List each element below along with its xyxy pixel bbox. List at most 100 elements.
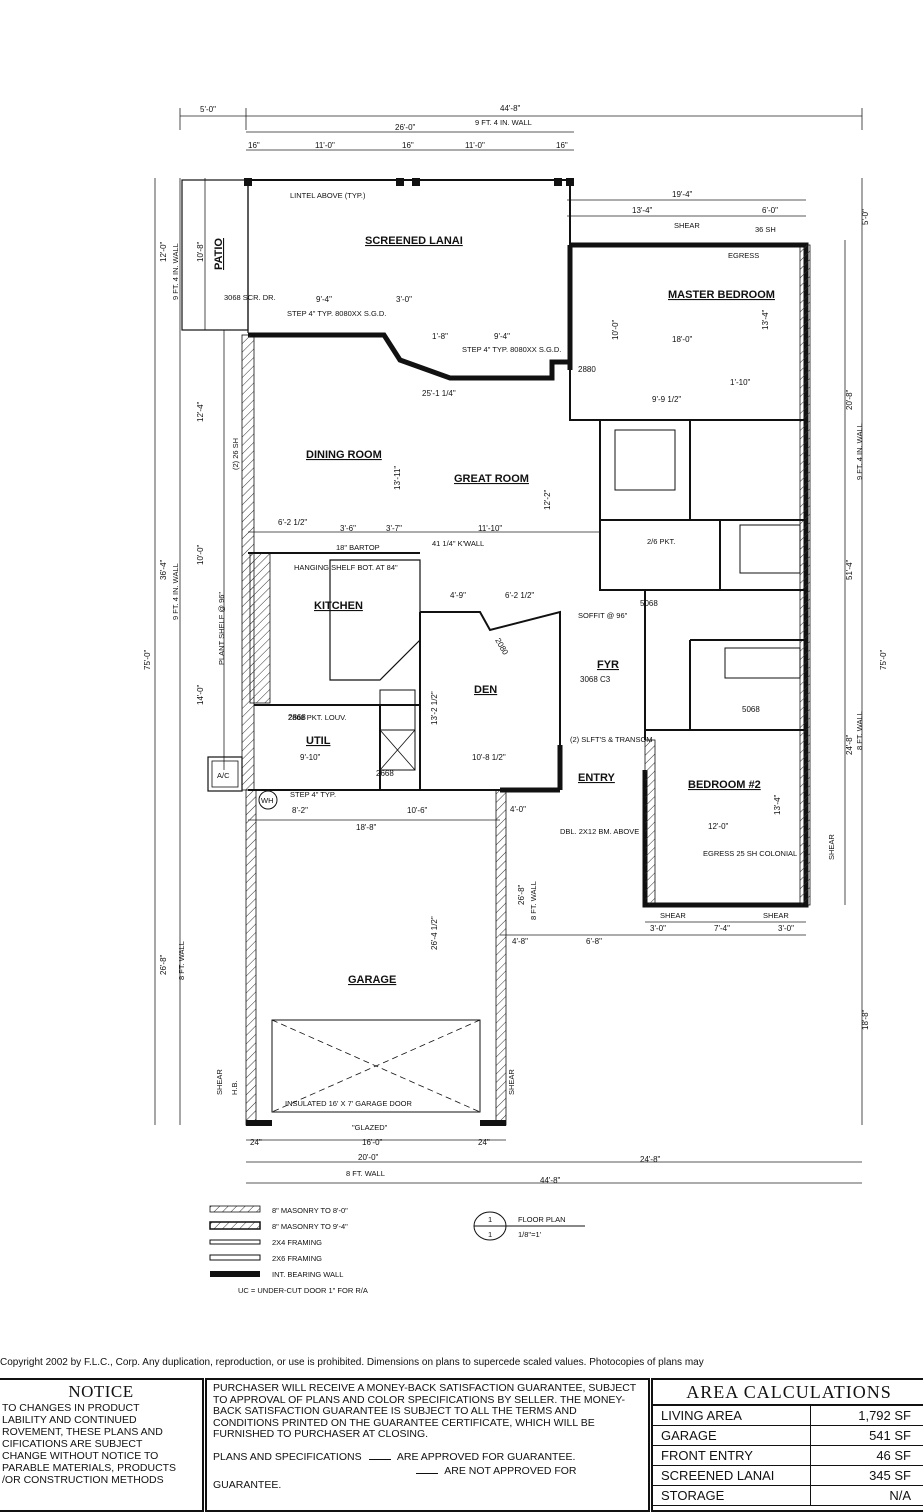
- bdim-8ft-wall: 8 FT. WALL: [346, 1169, 385, 1178]
- plan-title-block: 1 1 FLOOR PLAN 1/8"=1': [473, 1211, 585, 1241]
- idim-26: 13'-4": [773, 794, 782, 815]
- note-egress-bed2: EGRESS 25 SH COLONIAL: [703, 849, 797, 858]
- idim-10: 3'-7": [386, 524, 402, 533]
- note-pkt: 2/6 PKT.: [647, 537, 675, 546]
- not-approved-blank[interactable]: [415, 1472, 438, 1474]
- room-label-bedroom-2: BEDROOM #2: [688, 779, 761, 791]
- idim-33: 3'-0": [778, 924, 794, 933]
- plan-scale: 1/8"=1': [518, 1230, 542, 1239]
- dim-rside-75ft: 75'-0": [879, 649, 888, 670]
- area-label: STORAGE: [661, 1488, 725, 1503]
- dim-left-12-4: 12'-4": [196, 401, 205, 422]
- idim-32: 3'-0": [650, 924, 666, 933]
- dim-left-wall-note-2: 9 FT. 4 IN. WALL: [171, 563, 180, 620]
- dim-left-14ft: 14'-0": [196, 684, 205, 705]
- idim-23: 18'-8": [356, 823, 377, 832]
- idim-38: 5068: [742, 705, 760, 714]
- note-sidelights: (2) SLFT'S & TRANSOM: [570, 735, 653, 744]
- wall-note-top: 9 FT. 4 IN. WALL: [475, 118, 532, 127]
- wall-legend: 8" MASONRY TO 8'-0" 8" MASONRY TO 9'-4" …: [209, 1205, 368, 1295]
- idim-34: 9'-10": [300, 753, 321, 762]
- note-garage-door: INSULATED 16' X 7' GARAGE DOOR: [285, 1099, 413, 1108]
- legend-item-4: 2X6 FRAMING: [272, 1254, 322, 1263]
- copyright-line: Copyright 2002 by F.L.C., Corp. Any dupl…: [0, 1357, 704, 1368]
- idim-40: 2080: [493, 637, 510, 657]
- idim-21: 8'-2": [292, 806, 308, 815]
- dim-right-shear: SHEAR: [674, 221, 700, 230]
- note-step-2: STEP 4" TYP. 8080XX S.G.D.: [462, 345, 561, 354]
- idim-14: 13'-4": [761, 309, 770, 330]
- idim-16: 1'-10": [730, 378, 751, 387]
- bdim-24-right: 24": [478, 1138, 490, 1147]
- area-label: GARAGE: [661, 1428, 717, 1443]
- note-water-heater: WH: [261, 796, 274, 805]
- note-lintel: LINTEL ABOVE (TYP.): [290, 191, 366, 200]
- area-row: SCREENED LANAI 345 SF: [653, 1466, 923, 1486]
- dim-left-8ft-wall: 8 FT. WALL: [177, 941, 186, 980]
- dim-left-10ft: 10'-0": [196, 544, 205, 565]
- note-hanging-shelf: HANGING SHELF BOT. AT 84": [294, 563, 398, 572]
- notice-body: TO CHANGES IN PRODUCT LABILITY AND CONTI…: [2, 1402, 177, 1486]
- dim-rside-20-8: 20'-8": [845, 389, 854, 410]
- idim-5: 25'-1 1/4": [422, 389, 456, 398]
- idim-35: 2868: [288, 713, 306, 722]
- note-plant-shelf: PLANT SHELF @ 96": [217, 592, 226, 665]
- room-label-master-bedroom: MASTER BEDROOM: [668, 289, 775, 301]
- note-shear-garage: SHEAR: [507, 1069, 516, 1095]
- dim-overall-width: 44'-8": [500, 104, 521, 113]
- dim-right-36sh: 36 SH: [755, 225, 776, 234]
- dim-left-36-4: 36'-4": [159, 559, 168, 580]
- idim-12: 18'-0": [672, 335, 693, 344]
- note-ac: A/C: [217, 771, 230, 780]
- area-row: GARAGE 541 SF: [653, 1426, 923, 1446]
- interior-walls: [207, 380, 806, 810]
- dim-top-26ft: 26'-0": [395, 123, 416, 132]
- idim-29: 4'-8": [512, 937, 528, 946]
- area-row: STORAGE N/A: [653, 1486, 923, 1506]
- dim-top-11a: 11'-0": [315, 141, 335, 150]
- bdim-20ft: 20'-0": [358, 1153, 379, 1162]
- note-dbl-beam: DBL. 2X12 BM. ABOVE: [560, 827, 639, 836]
- not-approved-text: ARE NOT APPROVED FOR GUARANTEE.: [213, 1464, 577, 1491]
- garage-area: [271, 1019, 481, 1113]
- note-bartop: 18" BARTOP: [336, 543, 380, 552]
- note-shear-bottom-2: SHEAR: [763, 911, 789, 920]
- area-value: N/A: [810, 1486, 923, 1505]
- bdim-24-8: 24'-8": [640, 1155, 661, 1164]
- idim-2: 3'-0": [396, 295, 412, 304]
- dim-right-19ft: 19'-4": [672, 190, 693, 199]
- bdim-16ft: 16'-0": [362, 1138, 383, 1147]
- dim-rside-18-8: 18'-8": [861, 1009, 870, 1030]
- dim-left-10-8: 10'-8": [196, 241, 205, 262]
- idim-11: 11'-10": [478, 524, 502, 533]
- idim-24: 4'-0": [510, 805, 526, 814]
- right-dimension-lines: 5'-0" 20'-8" 9 FT. 4 IN. WALL 51'-4" 75'…: [827, 178, 888, 1125]
- dim-left-12ft: 12'-0": [159, 241, 168, 262]
- idim-8: 6'-2 1/2": [278, 518, 307, 527]
- idim-27: 26'-4 1/2": [430, 916, 439, 950]
- note-egress-master: EGRESS: [728, 251, 759, 260]
- lanai-area: PATIO SCREENED LANAI LINTEL ABOVE (TYP.)…: [181, 178, 574, 380]
- idim-9: 3'-6": [340, 524, 356, 533]
- dim-left-hb: H.B.: [230, 1080, 239, 1095]
- note-shear-bottom-1: SHEAR: [660, 911, 686, 920]
- plan-number-bottom: 1: [488, 1230, 492, 1239]
- idim-3: 1'-8": [432, 332, 448, 341]
- area-label: FRONT ENTRY: [661, 1448, 753, 1463]
- dim-left-shear: SHEAR: [215, 1069, 224, 1095]
- dim-rside-8ft: 8 FT. WALL: [855, 711, 864, 750]
- interior-dimensions: 9'-4" 3'-0" 1'-8" 9'-4" 25'-1 1/4" 13'-1…: [248, 295, 806, 950]
- area-value: 46 SF: [810, 1446, 923, 1465]
- dim-left-26-8: 26'-8": [159, 954, 168, 975]
- notice-box: NOTICE TO CHANGES IN PRODUCT LABILITY AN…: [0, 1378, 204, 1512]
- bottom-dimension-lines: 24" 16'-0" 24" 20'-0" 8 FT. WALL 24'-8" …: [246, 1138, 862, 1185]
- idim-37: 5068: [640, 599, 658, 608]
- guarantee-text: PURCHASER WILL RECEIVE A MONEY-BACK SATI…: [213, 1382, 637, 1440]
- area-label: LIVING AREA: [661, 1408, 742, 1423]
- room-label-entry: ENTRY: [578, 772, 616, 784]
- room-label-patio: PATIO: [213, 238, 225, 270]
- dim-rside-5ft: 5'-0": [861, 209, 870, 225]
- dim-rside-24-8: 24'-8": [845, 734, 854, 755]
- approved-blank[interactable]: [368, 1458, 391, 1460]
- note-util-door: 2868 PKT. LOUV.: [288, 713, 347, 722]
